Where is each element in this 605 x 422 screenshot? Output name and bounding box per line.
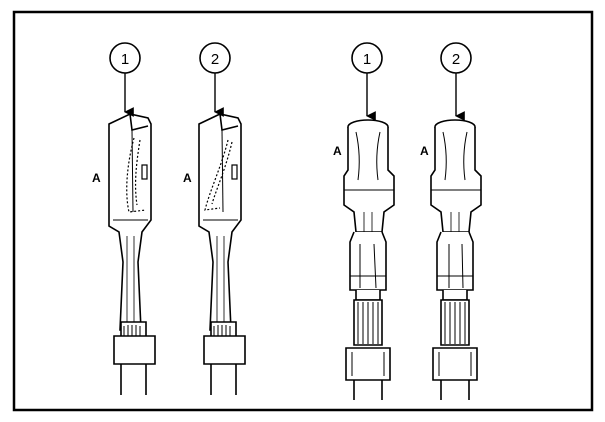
flat-terminal-1 [108, 113, 152, 331]
callout-1-flat: 1 [109, 42, 141, 117]
label-a-terminal-3: A [333, 144, 342, 158]
figure-frame [12, 10, 594, 412]
callout-2-round: 2 [440, 42, 472, 121]
callout-1-round: 1 [351, 42, 383, 121]
callout-2-flat: 2 [199, 42, 231, 117]
label-a-terminal-4: A [420, 144, 429, 158]
round-terminal-1-crimp [345, 299, 391, 400]
flat-terminal-1-crimp [113, 321, 156, 395]
label-a-terminal-2: A [183, 171, 192, 185]
label-a-terminal-1: A [92, 171, 101, 185]
round-terminal-2 [430, 119, 482, 301]
callout-number: 1 [363, 51, 371, 68]
round-terminal-2-crimp [432, 299, 478, 400]
flat-terminal-2 [198, 113, 242, 331]
round-terminal-1 [343, 119, 395, 301]
callout-number: 2 [452, 51, 460, 68]
callout-number: 1 [121, 51, 129, 68]
flat-terminal-2-crimp [203, 321, 246, 395]
callout-number: 2 [211, 51, 219, 68]
